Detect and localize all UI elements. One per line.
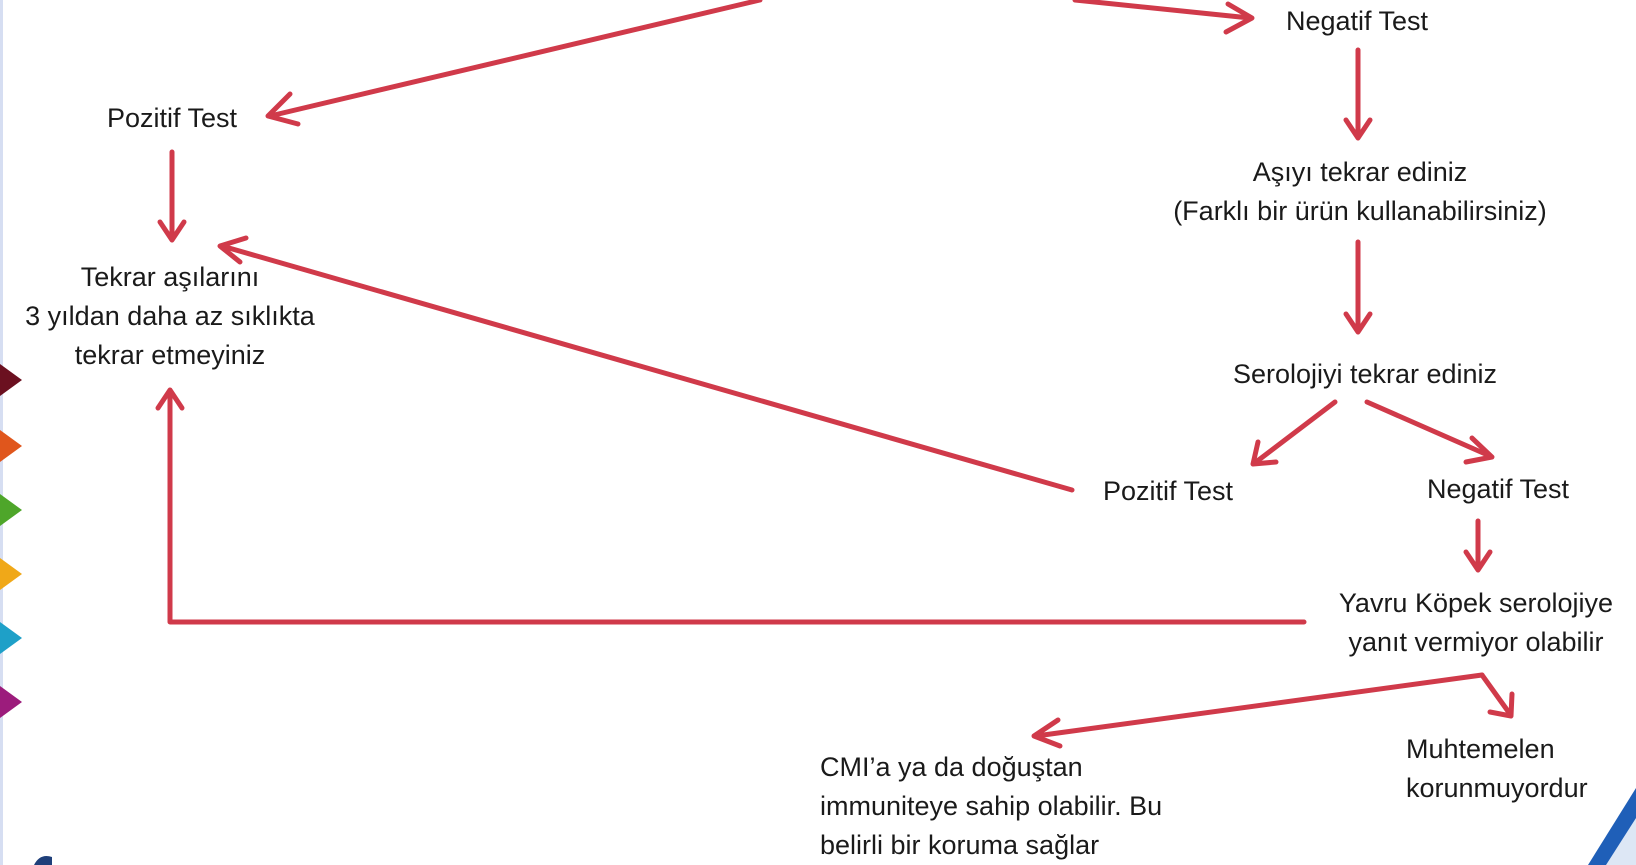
arrowhead-pozitif-bottom-to-tekrar <box>217 235 249 265</box>
cmi-line-1: CMI’a ya da doğuştan <box>820 752 1083 782</box>
bullet-icon <box>0 558 22 590</box>
corner-mark-icon <box>34 856 52 865</box>
arrow-to-pozitif-test-top <box>267 0 763 119</box>
arrow-yavru-to-cmi <box>1033 672 1485 739</box>
arrowhead-negatif-test-top <box>1223 1 1255 35</box>
cmi-line-2: immuniteye sahip olabilir. Bu <box>820 791 1163 821</box>
arrowhead-seroloji-to-negatif <box>1463 435 1495 465</box>
cmi-line-3: belirli bir koruma sağlar <box>820 830 1100 860</box>
cmi-node: CMI’a ya da doğuştan immuniteye sahip ol… <box>820 748 1240 865</box>
muhtemelen-line-1: Muhtemelen <box>1406 734 1555 764</box>
tekrar-asilari-line-3: tekrar etmeyiniz <box>74 340 266 370</box>
arrow-pozitif-bottom-to-tekrar <box>219 243 1075 493</box>
bullet-icon <box>0 622 22 654</box>
asiyi-tekrar-line-2: (Farklı bir ürün kullanabilirsiniz) <box>1173 196 1547 226</box>
muhtemelen-line-2: korunmuyordur <box>1406 773 1588 803</box>
asiyi-tekrar-node: Aşıyı tekrar ediniz (Farklı bir ürün kul… <box>1140 153 1580 231</box>
tekrar-asilari-line-1: Tekrar aşılarını <box>80 262 260 292</box>
bullet-icon <box>0 430 22 462</box>
tekrar-asilari-node: Tekrar aşılarını 3 yıldan daha az sıklık… <box>0 258 340 375</box>
arrowhead-yavru-to-tekrar <box>155 387 185 411</box>
serolojiyi-tekrar-node: Serolojiyi tekrar ediniz <box>1232 359 1498 389</box>
arrow-seroloji-to-negatif <box>1364 399 1493 459</box>
yavru-kopek-node: Yavru Köpek serolojiye yanıt vermiyor ol… <box>1316 584 1636 662</box>
logo-icon <box>1588 788 1636 865</box>
arrowhead-pozitif-test-top <box>265 91 301 127</box>
arrow-to-negatif-test-top <box>1072 0 1253 21</box>
asiyi-tekrar-line-1: Aşıyı tekrar ediniz <box>1252 157 1468 187</box>
arrow-yavru-to-muhtemelen <box>1479 672 1513 717</box>
pozitif-test-bottom: Pozitif Test <box>1102 476 1234 506</box>
yavru-kopek-line-1: Yavru Köpek serolojiye <box>1338 588 1614 618</box>
bullet-icon <box>0 686 22 718</box>
left-bullets <box>0 364 22 718</box>
arrowhead-pozitif-to-tekrar <box>157 219 187 243</box>
arrowhead-yavru-to-cmi <box>1031 717 1063 749</box>
negatif-test-top: Negatif Test <box>1285 6 1429 36</box>
negatif-test-bottom: Negatif Test <box>1426 474 1570 504</box>
yavru-kopek-line-2: yanıt vermiyor olabilir <box>1348 627 1604 657</box>
arrowhead-seroloji-to-pozitif <box>1250 439 1279 467</box>
arrow-yavru-to-tekrar <box>167 389 1307 625</box>
arrowhead-negatif-to-asiyi <box>1343 117 1373 141</box>
arrowhead-yavru-to-muhtemelen <box>1487 691 1515 719</box>
muhtemelen-node: Muhtemelen korunmuyordur <box>1406 730 1634 808</box>
arrow-seroloji-to-pozitif <box>1253 399 1338 465</box>
bullet-icon <box>0 364 22 396</box>
arrowhead-negatif-to-yavru <box>1463 549 1493 573</box>
arrowhead-asiyi-to-seroloji <box>1343 311 1373 335</box>
bullet-icon <box>0 494 22 526</box>
tekrar-asilari-line-2: 3 yıldan daha az sıklıkta <box>25 301 315 331</box>
pozitif-test-top: Pozitif Test <box>106 103 238 133</box>
